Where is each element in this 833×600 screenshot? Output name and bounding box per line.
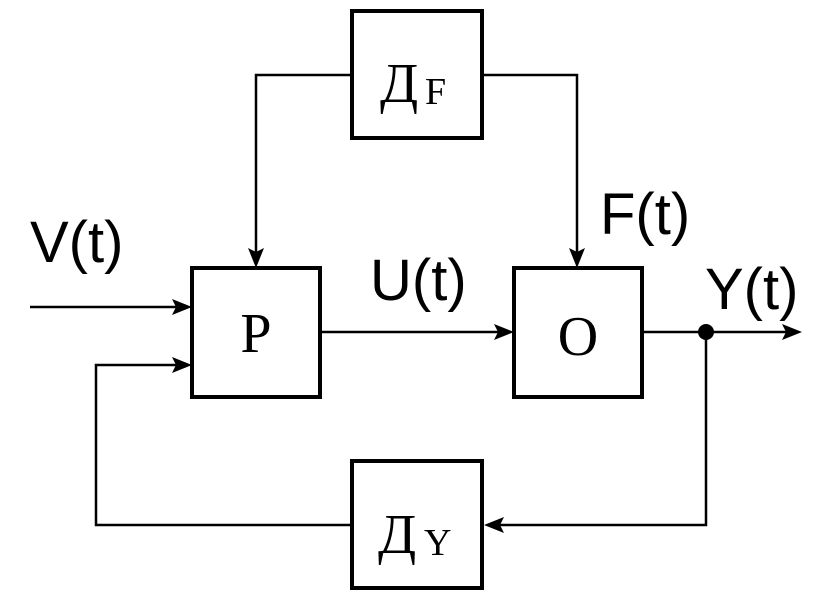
disturbance-sensor-label: Д — [380, 53, 418, 115]
disturbance-signal-label: F(t) — [600, 182, 690, 247]
feedback-line — [94, 363, 352, 527]
output-junction-dot — [698, 324, 714, 340]
setpoint-arrowhead — [172, 299, 192, 315]
disturbance-sensor-block: Д F — [350, 9, 484, 140]
plant-label: О — [558, 306, 598, 368]
output-sensor-block: Д Y — [350, 459, 484, 590]
disturbance-sensor-to-regulator-arrowhead — [248, 248, 264, 268]
setpoint-signal-label: V(t) — [30, 210, 123, 275]
disturbance-sensor-to-regulator-line — [254, 73, 352, 254]
regulator-label: Р — [240, 303, 271, 365]
output-signal-label: Y(t) — [705, 257, 798, 322]
output-branch-line — [498, 332, 708, 527]
control-signal-label: U(t) — [370, 248, 467, 313]
regulator-block: Р — [190, 266, 322, 399]
feedback-arrowhead — [172, 357, 192, 373]
output-sensor-arrowhead — [484, 517, 504, 533]
output-sensor-label: Д — [378, 504, 416, 566]
plant-block: О — [512, 266, 644, 399]
control-arrowhead — [494, 324, 514, 340]
output-arrowhead — [782, 324, 802, 340]
disturbance-sensor-subscript: F — [425, 71, 446, 113]
disturbance-to-plant-arrowhead — [569, 248, 585, 268]
output-sensor-subscript: Y — [424, 522, 451, 564]
disturbance-to-plant-line — [482, 73, 579, 254]
